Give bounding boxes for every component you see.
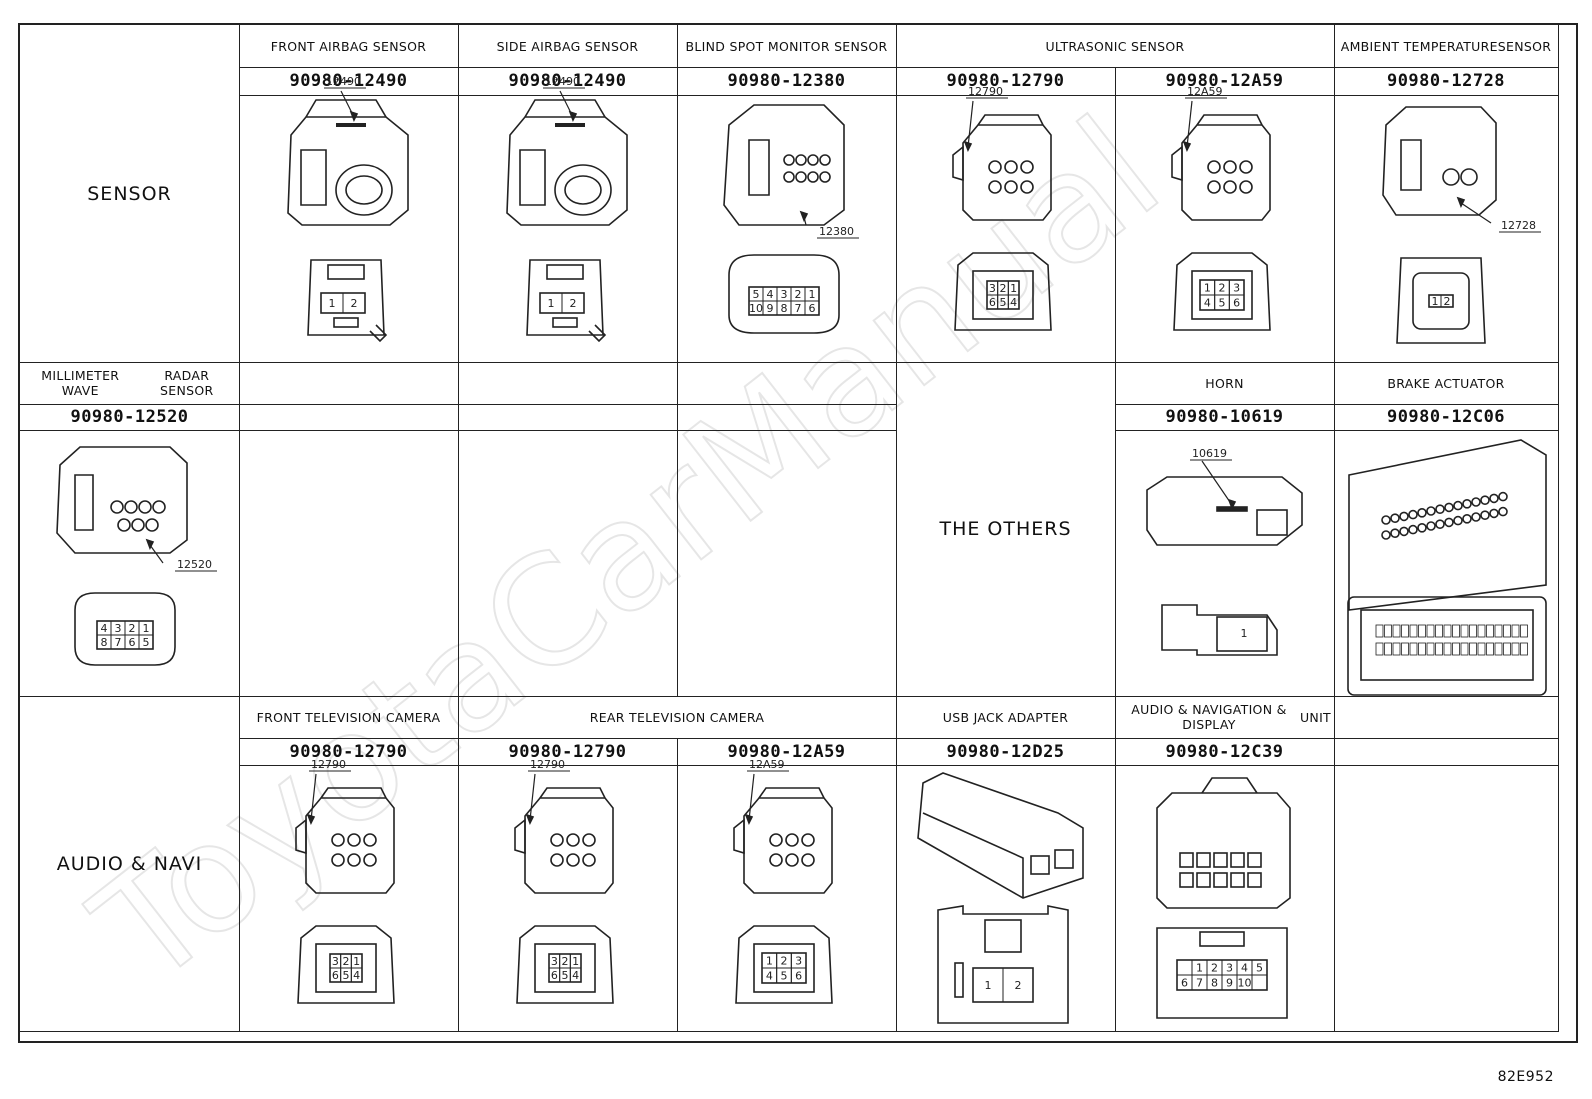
category-sensor: SENSOR [20,25,240,363]
header-mmwave-line1: MILLIMETER WAVE [41,368,120,398]
header-rear-tv: REAR TELEVISION CAMERA [458,696,897,739]
part-number-text: 90980-12380 [727,71,846,91]
header-front-airbag-label: FRONT AIRBAG SENSOR [270,38,427,54]
empty-header [239,362,459,405]
part-number-text: 90980-12790 [946,71,1065,91]
connector-cell [1334,95,1559,363]
part-number: 90980-12728 [1334,67,1559,96]
header-ambient-line2: SENSOR [1497,38,1552,54]
connector-table: SENSOR FRONT AIRBAG SENSOR SIDE AIRBAG SEN… [18,23,1578,1043]
header-horn: HORN [1115,362,1335,405]
connector-cell [1115,765,1335,1032]
part-number-text: 90980-12728 [1386,71,1506,91]
header-front-tv: FRONT TELEVISION CAMERA [239,696,459,739]
connector-cell [458,765,678,1032]
empty-cell [458,430,678,697]
part-number-text: 90980-12A59 [1165,71,1284,91]
connector-cell-brake [1334,430,1559,697]
header-front-tv-label: FRONT TELEVISION CAMERA [256,709,441,725]
category-sensor-label: SENSOR [87,182,172,205]
part-number-text: 90980-12C06 [1386,407,1506,427]
empty-header [1334,696,1559,739]
empty-cell [239,430,459,697]
part-number: 90980-12A59 [677,738,897,766]
header-rear-tv-label: REAR TELEVISION CAMERA [589,709,765,725]
part-number: 90980-12D25 [896,738,1116,766]
connector-cell [458,95,678,363]
part-number-mmwave: 90980-12520 [20,404,240,431]
part-number-text: 90980-12490 [508,71,627,91]
header-front-airbag: FRONT AIRBAG SENSOR [239,25,459,68]
part-number-brake: 90980-12C06 [1334,404,1559,431]
header-brake: BRAKE ACTUATOR [1334,362,1559,405]
part-number: 90980-12790 [458,738,678,766]
figure-code: 82E952 [1497,1069,1554,1085]
header-ambient-line1: AMBIENT TEMPERATURE [1340,38,1498,54]
category-others-label: THE OTHERS [939,518,1072,540]
part-number-text: 90980-12D25 [946,741,1065,762]
connector-cell [896,765,1116,1032]
header-usb: USB JACK ADAPTER [896,696,1116,739]
part-number: 90980-12790 [896,67,1116,96]
connector-cell-mmwave [20,430,240,697]
part-number-text: 90980-12C39 [1165,741,1284,762]
part-number: 90980-12C39 [1115,738,1335,766]
part-number: 90980-12490 [239,67,459,96]
empty-header [458,362,678,405]
header-audio-unit: AUDIO & NAVIGATION & DISPLAY UNIT [1115,696,1335,739]
header-horn-label: HORN [1205,375,1244,391]
part-number-text: 90980-10619 [1165,407,1284,427]
header-side-airbag-label: SIDE AIRBAG SENSOR [496,38,639,54]
connector-cell [1334,765,1559,1032]
part-number: 90980-12790 [239,738,459,766]
connector-cell [677,765,897,1032]
header-blind-spot-label: BLIND SPOT MONITOR SENSOR [685,38,888,54]
header-mmwave: MILLIMETER WAVE RADAR SENSOR [20,362,240,405]
connector-cell [239,765,459,1032]
header-audio-unit-line2: UNIT [1299,709,1331,725]
part-number-text: 90980-12A59 [727,741,846,762]
header-usb-label: USB JACK ADAPTER [942,709,1069,725]
empty-cell [677,430,897,697]
part-number-text: 90980-12490 [289,71,408,91]
empty-header [677,362,897,405]
part-number-text: 90980-12790 [289,741,408,762]
part-number: 90980-12A59 [1115,67,1335,96]
category-others: THE OTHERS [896,362,1116,697]
header-ultrasonic-label: ULTRASONIC SENSOR [1045,38,1185,54]
part-number-text: 90980-12520 [70,407,189,427]
header-mmwave-line2: RADAR SENSOR [160,368,214,398]
connector-cell-horn [1115,430,1335,697]
header-blind-spot: BLIND SPOT MONITOR SENSOR [677,25,897,68]
part-number-horn: 90980-10619 [1115,404,1335,431]
empty-part [677,404,897,431]
connector-cell [1115,95,1335,363]
connector-cell [239,95,459,363]
part-number: 90980-12380 [677,67,897,96]
category-audio-navi-label: AUDIO & NAVI [56,852,203,875]
header-brake-label: BRAKE ACTUATOR [1387,375,1505,391]
empty-part [458,404,678,431]
connector-cell [677,95,897,363]
part-number: 90980-12490 [458,67,678,96]
header-ultrasonic: ULTRASONIC SENSOR [896,25,1335,68]
part-number-text: 90980-12790 [508,741,627,762]
connector-cell [896,95,1116,363]
header-audio-unit-line1: AUDIO & NAVIGATION & DISPLAY [1131,702,1287,732]
empty-part [1334,738,1559,766]
empty-part [239,404,459,431]
header-side-airbag: SIDE AIRBAG SENSOR [458,25,678,68]
category-audio-navi: AUDIO & NAVI [20,696,240,1032]
